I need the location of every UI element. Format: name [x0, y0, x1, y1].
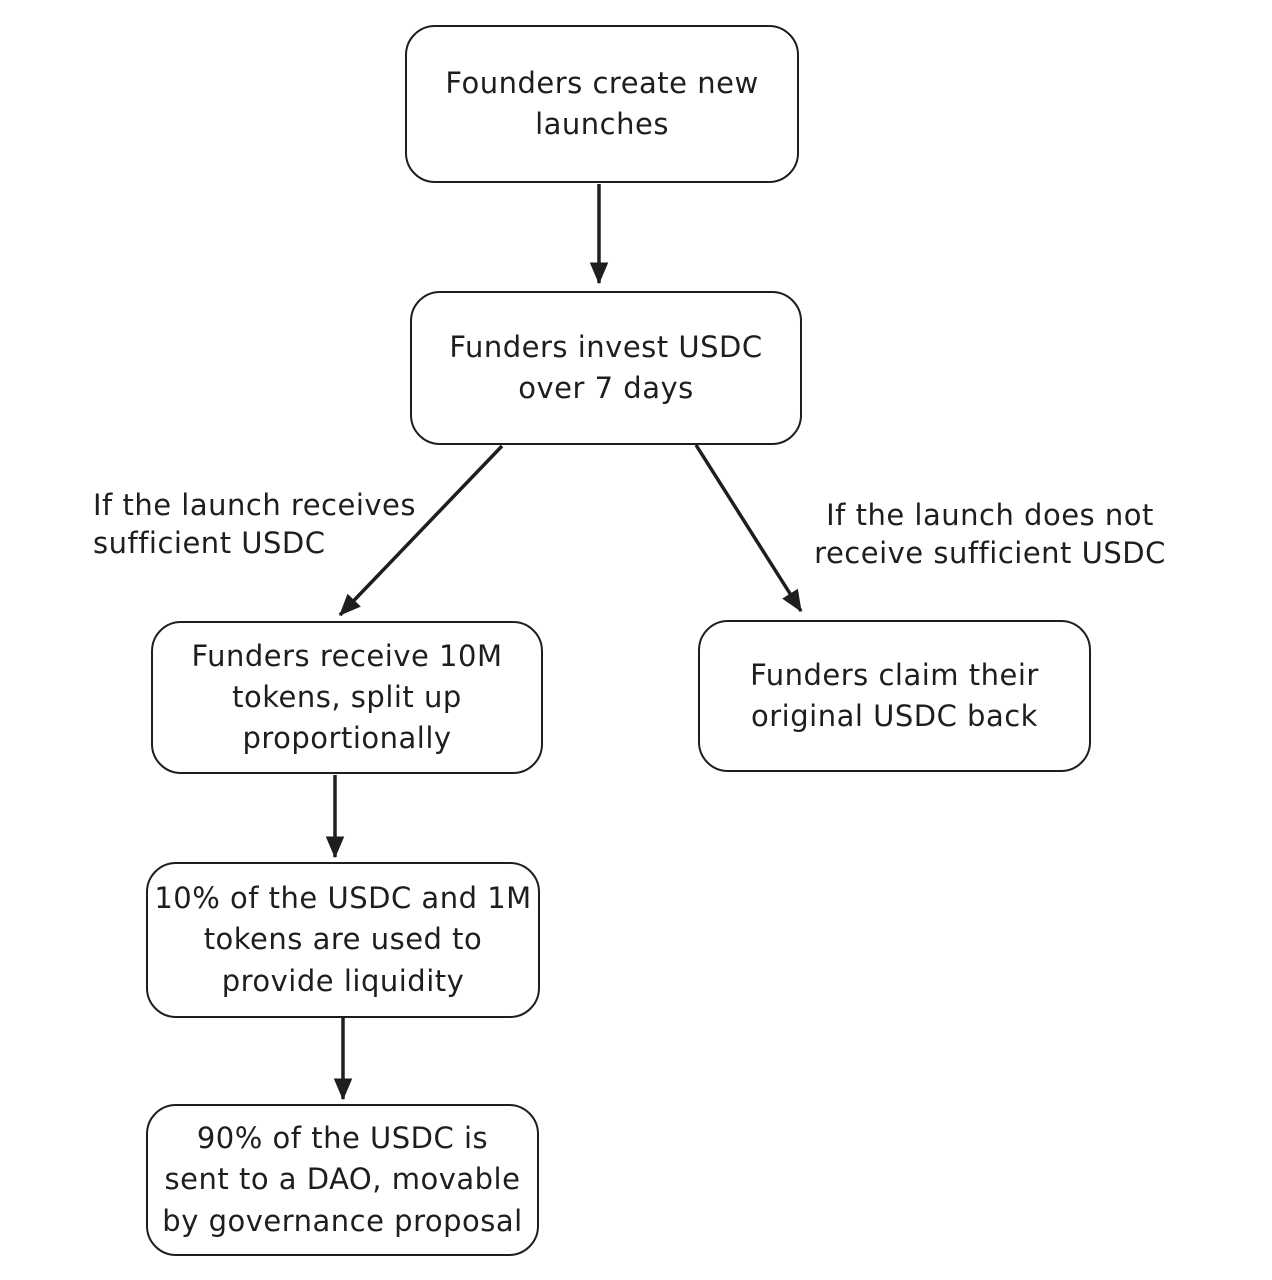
- edge-label-insufficient-usdc: If the launch does not receive sufficien…: [814, 498, 1166, 571]
- arrow-invest-to-claim: [694, 444, 803, 613]
- node-provide-liquidity: 10% of the USDC and 1M tokens are used t…: [146, 862, 540, 1018]
- node-funders-claim-usdc-back: Funders claim their original USDC back: [698, 620, 1091, 772]
- node-label: Funders invest USDC over 7 days: [449, 329, 763, 405]
- node-usdc-to-dao: 90% of the USDC is sent to a DAO, movabl…: [146, 1104, 539, 1256]
- node-label: 10% of the USDC and 1M tokens are used t…: [154, 881, 532, 998]
- arrow-invest-to-receive: [338, 444, 504, 617]
- node-label: 90% of the USDC is sent to a DAO, movabl…: [162, 1121, 523, 1238]
- edge-label-sufficient-usdc: If the launch receives sufficient USDC: [93, 488, 417, 561]
- node-label: Founders create new launches: [445, 65, 759, 141]
- node-funders-invest-usdc: Funders invest USDC over 7 days: [410, 291, 802, 445]
- node-founders-create-launches: Founders create new launches: [405, 25, 799, 183]
- node-label: Funders claim their original USDC back: [750, 657, 1039, 733]
- node-label: Funders receive 10M tokens, split up pro…: [191, 638, 503, 756]
- node-funders-receive-tokens: Funders receive 10M tokens, split up pro…: [151, 621, 543, 774]
